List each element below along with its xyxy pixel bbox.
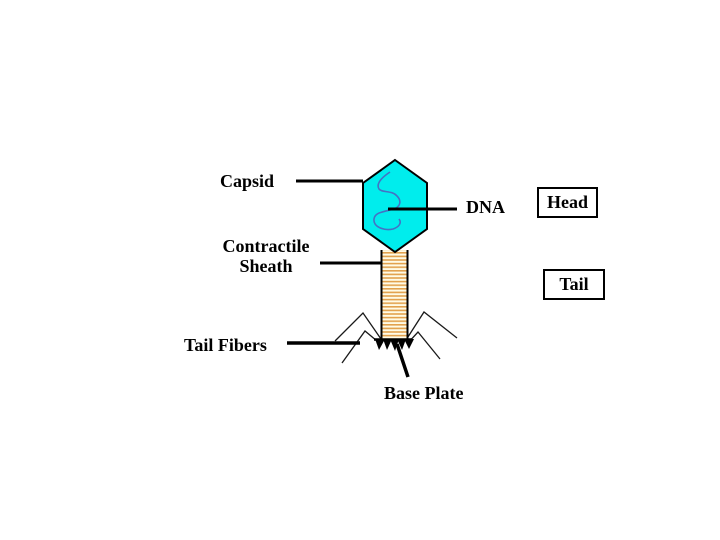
- base-plate-spike: [375, 339, 385, 350]
- tail-fibers-label: Tail Fibers: [184, 335, 267, 355]
- base-plate-spike: [383, 339, 392, 350]
- tail-fiber-left-outer: [334, 311, 382, 342]
- tail-fiber-right-outer: [405, 311, 458, 341]
- base-plate-spike: [404, 339, 414, 349]
- base-plate-label: Base Plate: [384, 383, 464, 403]
- tail-callout-label: Tail: [559, 274, 589, 294]
- head-callout-box: Head: [537, 187, 598, 218]
- contractile-sheath-label: Contractile Sheath: [222, 236, 310, 276]
- tail-callout-box: Tail: [543, 269, 605, 300]
- capsid-hexagon-shape: [362, 158, 428, 254]
- head-callout-label: Head: [546, 192, 588, 212]
- contractile-sheath-shape: [381, 250, 408, 339]
- base-plate-spike: [390, 339, 399, 351]
- tail-fiber-left-inner: [341, 330, 378, 364]
- base-plate-spike: [397, 339, 406, 350]
- tail-fiber-right-inner: [406, 331, 441, 360]
- dna-label: DNA: [466, 197, 505, 217]
- capsid-label: Capsid: [220, 171, 275, 191]
- base-plate-pointer-line: [395, 343, 410, 378]
